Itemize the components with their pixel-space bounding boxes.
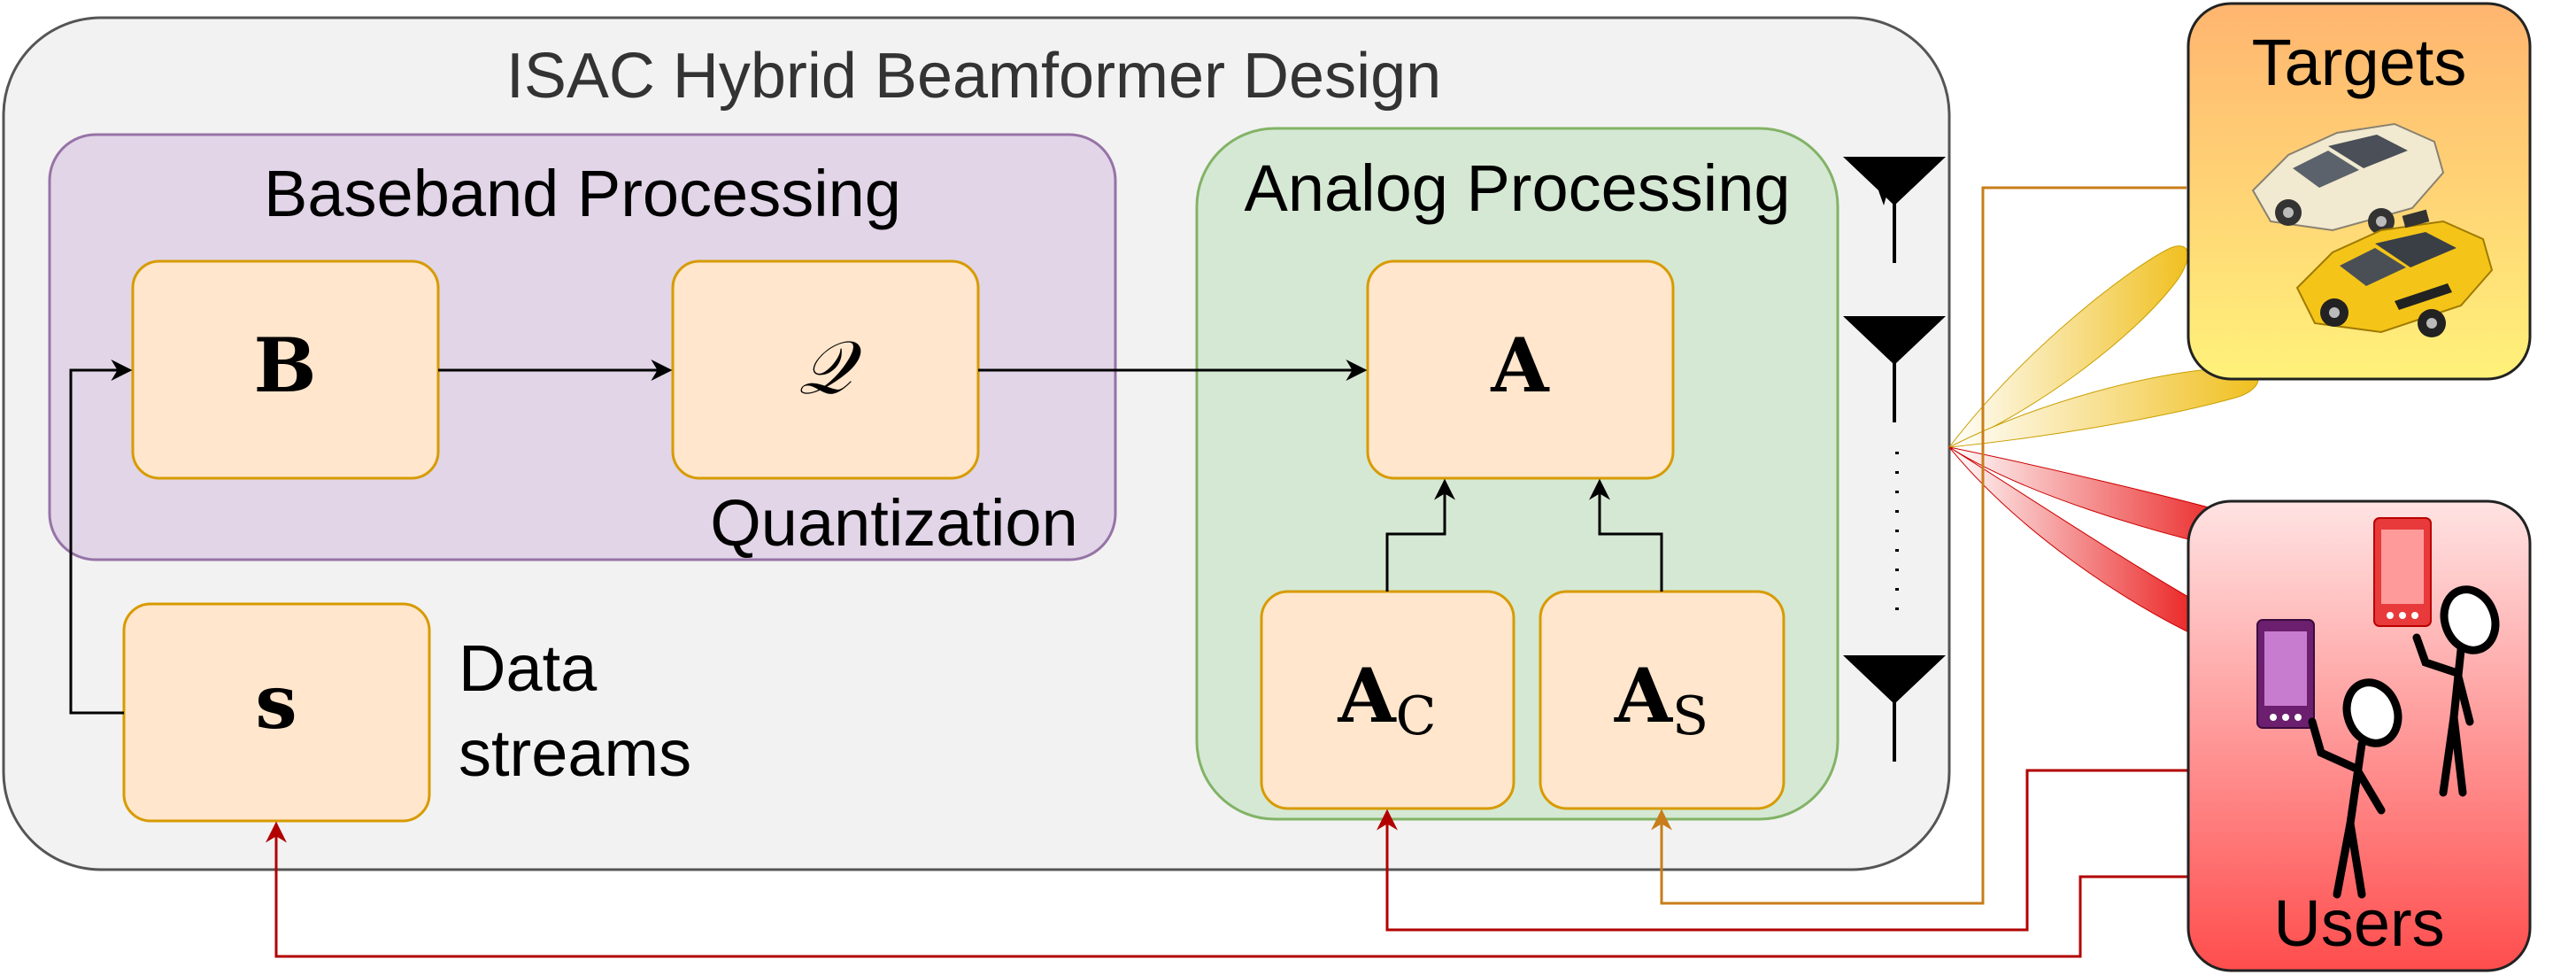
outer-title: ISAC Hybrid Beamformer Design: [506, 41, 1441, 112]
block-b-label: B: [254, 321, 317, 409]
data-streams-line2: streams: [459, 716, 691, 790]
users-label: Users: [2273, 886, 2444, 960]
antenna-icon: [1843, 157, 1946, 263]
feedback-users-to-s: [266, 821, 2188, 958]
arrow-as-to-a: [1589, 478, 1663, 592]
block-a[interactable]: [1366, 259, 1675, 480]
arrow-s-to-b: [69, 360, 133, 715]
beam-user-lobe: [1948, 446, 2228, 641]
block-quantizer-label: 𝒬: [798, 324, 862, 411]
user-figure-icon: [2308, 678, 2402, 899]
block-as-label: AS: [1614, 652, 1708, 747]
data-streams-line1: Data: [459, 631, 598, 705]
block-a-label: A: [1490, 321, 1550, 409]
analog-title: Analog Processing: [1244, 151, 1790, 225]
feedback-targets-to-as: [1651, 186, 2187, 905]
quantization-caption: Quantization: [710, 486, 1078, 560]
feedback-users-to-ac: [1377, 769, 2188, 932]
antenna-array: [1843, 157, 1946, 762]
beam-pattern: [1947, 245, 2265, 641]
taxi-icon: [2295, 209, 2494, 337]
antenna-icon: [1843, 316, 1946, 422]
targets-label: Targets: [2252, 26, 2467, 99]
antenna-icon: [1843, 655, 1946, 762]
block-s-label: s: [255, 658, 297, 746]
car-icon: [2251, 122, 2445, 235]
arrow-ac-to-a: [1385, 478, 1455, 592]
baseband-title: Baseband Processing: [264, 157, 901, 230]
user-figure-icon: [2412, 585, 2500, 797]
phone-icon: [2373, 517, 2432, 627]
phone-icon: [2256, 619, 2315, 729]
block-ac-label: AC: [1337, 652, 1436, 747]
